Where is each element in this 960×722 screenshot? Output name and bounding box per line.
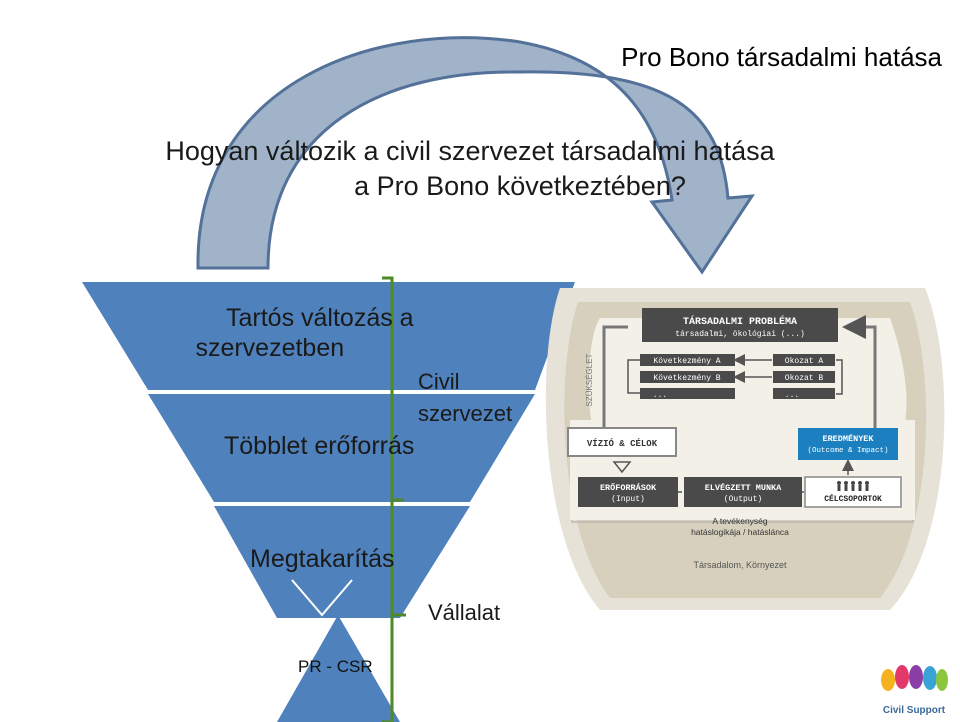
curved-arrow (196, 36, 755, 275)
svg-text:hatáslogikája / hatásláncа: hatáslogikája / hatásláncа (691, 527, 789, 537)
funnel-top-band (82, 282, 575, 390)
svg-text:társadalmi, ökológiai (...): társadalmi, ökológiai (...) (675, 330, 805, 339)
logo-petals-icon (881, 665, 948, 691)
funnel-middle-label: Többlet erőforrás (224, 432, 415, 460)
svg-text:Következmény B: Következmény B (653, 374, 720, 383)
svg-text:Okozat A: Okozat A (785, 357, 824, 366)
bracket-company-label: Vállalat (428, 600, 501, 625)
slide-question: Hogyan változik a civil szervezet társad… (0, 134, 960, 204)
svg-text:...: ... (785, 391, 799, 400)
funnel-top-label: Tartós változás a szervezetben (195, 304, 414, 362)
cause-more-box (773, 388, 835, 399)
funnel-diagram (82, 276, 575, 722)
svg-text:CÉLCSOPORTOK: CÉLCSOPORTOK (824, 495, 882, 504)
need-label: SZÜKSÉGLET (585, 353, 594, 406)
logo-text: Civil Support (882, 705, 946, 716)
resources-box (578, 477, 678, 507)
impact-model: SZÜKSÉGLET TÁRSADALMI PROBLÉMA társadalm… (545, 288, 945, 610)
svg-text:A tevékenység: A tevékenység (712, 516, 768, 526)
people-icon (837, 481, 869, 491)
svg-text:...: ... (653, 391, 667, 400)
svg-text:ERŐFORRÁSOK: ERŐFORRÁSOK (600, 481, 657, 493)
consequence-a-box (640, 354, 735, 366)
svg-text:(Input): (Input) (611, 495, 645, 504)
funnel-bottom-cone (277, 615, 400, 722)
work-box (684, 477, 802, 507)
svg-text:ELVÉGZETT MUNKA: ELVÉGZETT MUNKA (705, 482, 782, 493)
consequence-b-box (640, 371, 735, 383)
vision-box (567, 427, 677, 457)
cause-b-box (773, 371, 835, 383)
green-bracket (382, 276, 406, 722)
bracket-civil-label: Civil szervezet (418, 369, 513, 426)
question-line-1: Hogyan változik a civil szervezet társad… (165, 136, 775, 166)
problem-box (642, 308, 838, 342)
funnel-lower-band (214, 506, 470, 618)
funnel-lower-label: Megtakarítás (250, 545, 395, 573)
civil-support-logo: Civil Support (878, 660, 950, 716)
svg-text:Társadalom, Környezet: Társadalom, Környezet (693, 560, 787, 570)
question-line-2: a Pro Bono következtében? (354, 171, 686, 201)
svg-text:EREDMÉNYEK: EREDMÉNYEK (822, 433, 874, 444)
cause-a-box (773, 354, 835, 366)
svg-text:(Outcome & Impact): (Outcome & Impact) (807, 447, 888, 455)
svg-text:(Output): (Output) (724, 495, 762, 504)
slide-title: Pro Bono társadalmi hatása (621, 42, 942, 72)
funnel-bottom-label: PR - CSR (298, 657, 373, 676)
svg-text:TÁRSADALMI PROBLÉMA: TÁRSADALMI PROBLÉMA (683, 314, 797, 328)
results-box (798, 428, 898, 460)
svg-text:Okozat B: Okozat B (785, 374, 824, 383)
svg-text:VÍZIÓ & CÉLOK: VÍZIÓ & CÉLOK (587, 438, 658, 449)
funnel-middle-band (148, 394, 535, 502)
consequence-more-box (640, 388, 735, 399)
svg-text:Következmény A: Következmény A (653, 357, 720, 366)
